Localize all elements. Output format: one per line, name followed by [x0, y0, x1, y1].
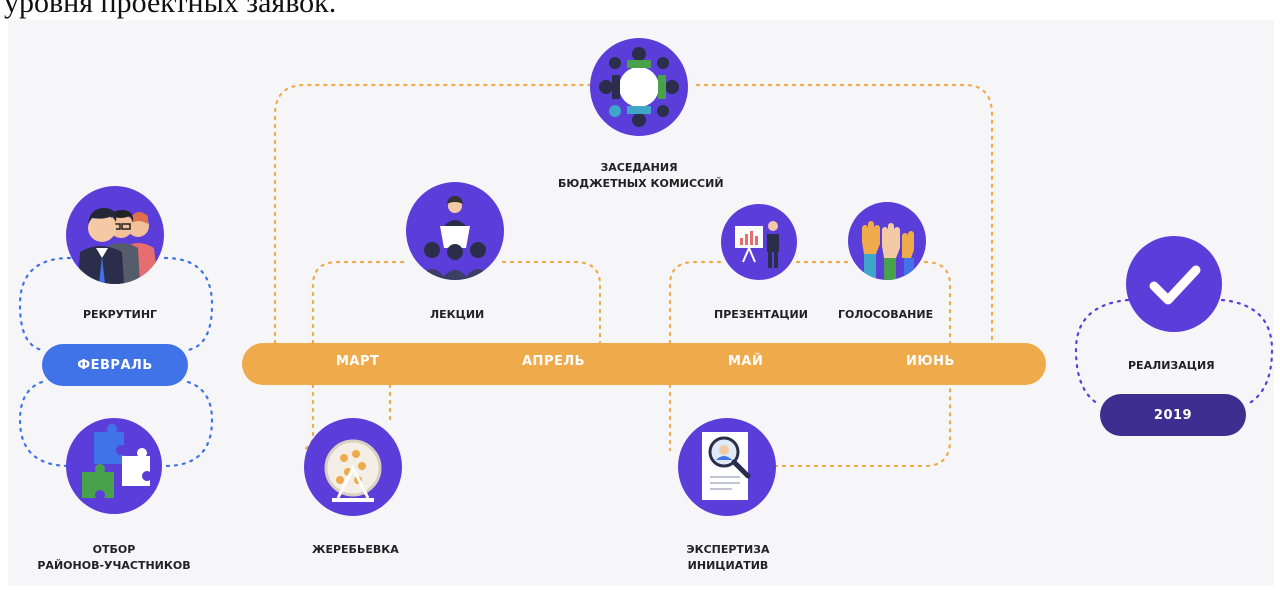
month-april: АПРЕЛЬ: [522, 354, 586, 369]
header-text-fragment: уровня проектных заявок.: [4, 0, 337, 19]
label-expertise: ЭКСПЕРТИЗА ИНИЦИАТИВ: [686, 543, 770, 572]
month-february-pill: ФЕВРАЛЬ: [42, 344, 188, 386]
month-june: ИЮНЬ: [906, 354, 955, 369]
label-commission: ЗАСЕДАНИЯ БЮДЖЕТНЫХ КОМИССИЙ: [558, 161, 724, 190]
label-selection: ОТБОР РАЙОНОВ-УЧАСТНИКОВ: [37, 543, 191, 572]
people-icon: [66, 186, 164, 284]
label-lectures: ЛЕКЦИИ: [430, 308, 485, 321]
label-voting: ГОЛОСОВАНИЕ: [838, 308, 934, 321]
month-march: МАРТ: [336, 354, 380, 369]
year-pill: 2019: [1100, 394, 1246, 436]
raised-hands-icon: [848, 202, 926, 280]
label-draw: ЖЕРЕБЬЕВКА: [312, 543, 399, 556]
puzzle-icon: [66, 418, 162, 514]
presentation-icon: [721, 204, 797, 280]
checkmark-icon: [1126, 236, 1222, 332]
label-presentations: ПРЕЗЕНТАЦИИ: [714, 308, 808, 321]
label-realization: РЕАЛИЗАЦИЯ: [1128, 359, 1215, 372]
document-magnifier-icon: [678, 418, 776, 516]
lottery-drum-icon: [304, 418, 402, 516]
timeline-bar: [242, 343, 1046, 385]
round-table-icon: [590, 38, 688, 136]
lecture-icon: [406, 182, 504, 280]
label-recruiting: РЕКРУТИНГ: [83, 308, 158, 321]
month-may: МАЙ: [728, 354, 764, 369]
